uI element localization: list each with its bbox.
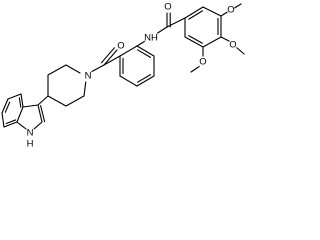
bond (1, 98, 9, 114)
atom-nh-amide-text: NH (144, 33, 158, 44)
bond (16, 121, 27, 130)
bond (83, 79, 87, 97)
atom-o-carbonyl-middle-text: O (117, 41, 124, 52)
bond (90, 64, 105, 73)
atom-h-indole-text: H (27, 139, 34, 150)
bond (190, 65, 201, 73)
bond (20, 93, 24, 108)
bond (166, 17, 186, 28)
bond (37, 104, 43, 123)
label-bg (229, 39, 237, 51)
atom-n-piperidine: N (84, 70, 92, 82)
bond (202, 6, 222, 17)
label-bg (227, 4, 235, 16)
atom-o-methoxy-middle-text: O (229, 40, 236, 51)
bond (103, 55, 121, 66)
atom-n-indole-text: N (27, 128, 34, 139)
bond (3, 121, 18, 128)
atom-n-indole: N (26, 127, 34, 139)
atom-n-piperidine-text: N (85, 71, 92, 82)
bond (184, 36, 204, 48)
bond (37, 95, 49, 106)
bond (33, 121, 43, 130)
bond (65, 95, 85, 107)
bond (22, 104, 39, 108)
bond (47, 64, 67, 76)
bond (220, 36, 232, 43)
label-bg (84, 70, 92, 82)
label-bg (164, 1, 172, 13)
label-bg (144, 32, 158, 44)
bond (100, 47, 115, 64)
bond (103, 49, 118, 66)
label-bg (117, 40, 125, 52)
bond (18, 97, 22, 108)
atom-o-methoxy-top-text: O (227, 5, 234, 16)
bond (136, 75, 155, 87)
atom-o-carbonyl-middle: O (117, 40, 125, 52)
bond (119, 75, 138, 87)
bond (119, 45, 138, 57)
bond (188, 10, 203, 20)
atom-h-indole: H (26, 138, 34, 150)
label-bg (26, 138, 34, 150)
bond (188, 35, 203, 44)
bond (184, 6, 204, 19)
bond (4, 101, 11, 113)
bond (235, 46, 245, 55)
atom-labels: O NH O O O O N N (26, 1, 237, 150)
atom-o-methoxy-bottom: O (199, 56, 207, 68)
atom-o-carbonyl-top-text: O (164, 2, 171, 13)
bond (1, 112, 5, 128)
chemical-structure: O NH O O O O N N (1, 1, 245, 150)
atom-o-methoxy-middle: O (229, 39, 237, 51)
bond (136, 45, 155, 57)
bond (47, 95, 67, 107)
label-bg (199, 56, 207, 68)
label-bg (26, 127, 34, 139)
bond (65, 64, 81, 74)
atom-nh-amide: NH (144, 32, 158, 44)
bond (202, 36, 222, 48)
atom-o-methoxy-top: O (227, 4, 235, 16)
bond-lines (1, 3, 245, 130)
bond (7, 93, 22, 100)
bond (16, 106, 24, 123)
bond (40, 105, 46, 123)
bond (5, 119, 17, 125)
bond (137, 49, 152, 58)
bond (137, 74, 152, 83)
atom-o-carbonyl-top: O (164, 1, 172, 13)
atom-o-methoxy-bottom-text: O (199, 57, 206, 68)
